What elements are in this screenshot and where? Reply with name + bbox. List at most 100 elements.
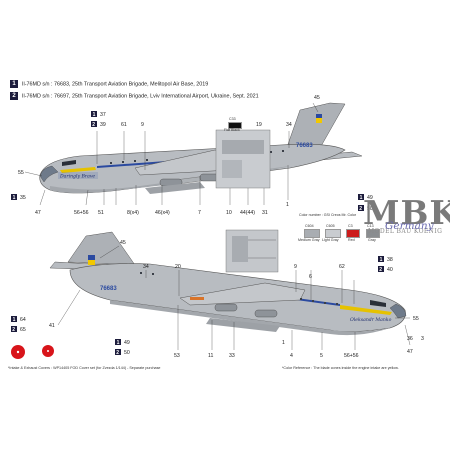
svg-text:1: 1 (13, 195, 16, 201)
caption-2-text: Il-76MD s/n : 76697, 25th Transport Avia… (22, 93, 259, 100)
plane-1-registration: 76683 (296, 143, 313, 149)
plane-1-callout-55: 55 (18, 170, 24, 176)
plane-2-callout-64: 64 (20, 317, 26, 323)
svg-text:2: 2 (359, 206, 362, 212)
plane-1-callout-19: 19 (256, 122, 262, 128)
plane-2-stripe (340, 305, 392, 315)
svg-text:1: 1 (93, 112, 96, 118)
color-number-label: Color number : GSI Creos Mr. Color (299, 213, 357, 217)
brand-germany: Germany (385, 220, 434, 232)
plane-2-callout-36: 36 (407, 336, 413, 342)
plane-1-stripe (60, 167, 96, 173)
swatch-c605-code: C605 (326, 224, 335, 228)
intake-cover-red-1-hub (16, 350, 20, 354)
svg-text:2: 2 (116, 350, 119, 356)
swatch-c604 (304, 229, 320, 238)
plane-1-callout-46x4: 46(x4) (155, 210, 170, 216)
plane-1-stripe-blue (97, 160, 180, 168)
swatch-c13 (366, 229, 380, 238)
caption-2: 2 Il-76MD s/n : 76697, 25th Transport Avi… (10, 92, 259, 100)
inset-gear-bay (215, 129, 271, 189)
plane-2-callout-40: 40 (387, 267, 393, 273)
plane-2-callout-53: 53 (174, 353, 180, 359)
swatch-c3 (346, 229, 360, 238)
plane-2-wing (179, 282, 306, 306)
plane-1-callout-8x4: 8(x4) (127, 210, 139, 216)
plane-2-callout-45: 45 (120, 240, 126, 246)
swatch-c604-name: Medium Gray (298, 238, 320, 242)
plane-1-callout-61: 61 (121, 122, 127, 128)
plane-2-gear-fairing (206, 318, 280, 332)
caption-1-text: Il-76MD s/n : 76683, 25th Transport Avia… (22, 81, 209, 88)
plane-2-callout-47: 47 (407, 349, 413, 355)
plane-2-callout-6: 6 (309, 274, 312, 280)
swatch-c13-name: Gray (368, 238, 376, 242)
swatch-c33-name: Flat Black (224, 128, 240, 132)
plane-2-callout-20: 20 (175, 264, 181, 270)
plane-1-badges: 1 2 1 1 2 (11, 111, 364, 212)
inset-gear-bay-panel (222, 140, 264, 154)
plane-1-callout-50: 50 (367, 206, 373, 212)
plane-1-callout-47: 47 (35, 210, 41, 216)
plane-1-nose-glazing (39, 165, 59, 183)
plane-1-tail (285, 102, 346, 151)
plane-2-callout-9: 9 (294, 264, 297, 270)
swatch-c33 (228, 122, 242, 129)
plane-2-registration: 76683 (100, 286, 117, 292)
svg-text:1: 1 (380, 257, 383, 263)
note-color-reference: *Color Reference : The blade cones insid… (282, 366, 399, 370)
plane-1-callout-37: 37 (100, 112, 106, 118)
plane-1-name-script: Daringly Brave (59, 174, 95, 180)
plane-2-leader-lines (57, 245, 411, 350)
plane-1-callout-9: 9 (141, 122, 144, 128)
plane-2-engine-1 (214, 303, 238, 312)
plane-1-callout-7: 7 (198, 210, 201, 216)
swatch-c605-name: Light Gray (322, 238, 339, 242)
plane-1-gear-fairing (145, 182, 205, 194)
swatch-c13-code: C13 (367, 224, 374, 228)
plane-1-callout-34: 34 (286, 122, 292, 128)
brand-logo: MBK (363, 193, 450, 232)
swatch-c3-code: C3 (348, 224, 353, 228)
plane-2-callout-34: 34 (143, 264, 149, 270)
plane-2-callout-50: 50 (124, 350, 130, 356)
plane-2-tail (67, 231, 136, 266)
plane-2-name-script: Oleksandr Manko (350, 317, 392, 323)
intake-cover-red-2-hub (47, 350, 49, 352)
plane-1-callout-35: 35 (20, 195, 26, 201)
plane-1: Daringly Brave 76683 (11, 95, 373, 216)
note-intake-covers: *Intake & Exhaust Covers : WP14405 FOD C… (8, 366, 161, 370)
svg-text:2: 2 (379, 267, 382, 273)
svg-text:1: 1 (13, 317, 16, 323)
plane-2-callouts: 45 34 20 9 6 62 64 65 41 38 40 49 50 53 … (20, 240, 424, 359)
plane-2-callout-5: 5 (320, 353, 323, 359)
plane-1-callout-44-44: 44(44) (240, 210, 255, 216)
plane-2-wing-mark (190, 297, 204, 300)
plane-2-callout-62: 62 (339, 264, 345, 270)
plane-2-tail-flag-yellow (88, 260, 95, 265)
plane-2-callout-65: 65 (20, 327, 26, 333)
plane-2-callout-33: 33 (229, 353, 235, 359)
plane-1-callout-45: 45 (314, 95, 320, 101)
plane-2-badges: 1 2 1 2 1 2 (11, 256, 384, 356)
plane-1-belly-shade (50, 166, 290, 193)
swatch-c3-name: Red (348, 238, 355, 242)
plane-1-callout-51: 51 (98, 210, 104, 216)
svg-text:1: 1 (360, 195, 363, 201)
plane-1-cockpit (62, 160, 76, 166)
plane-1-name-panel (58, 172, 98, 179)
inset-gear-bay-door (222, 160, 242, 178)
plane-1-callouts: 45 37 39 61 9 19 34 55 35 47 56+56 51 8(… (18, 95, 373, 216)
caption-2-number: 2 (10, 92, 18, 100)
swatch-c33-code: C33 (229, 117, 236, 121)
plane-2-belly-shade (110, 300, 390, 336)
plane-2-engine-2 (254, 309, 278, 318)
plane-1-callout-10: 10 (226, 210, 232, 216)
plane-2-callout-41: 41 (49, 323, 55, 329)
plane-2-callout-55: 55 (413, 316, 419, 322)
plane-2-callout-49: 49 (124, 340, 130, 346)
plane-2-callout-38: 38 (387, 257, 393, 263)
plane-2-callout-56-56: 56+56 (344, 353, 359, 359)
